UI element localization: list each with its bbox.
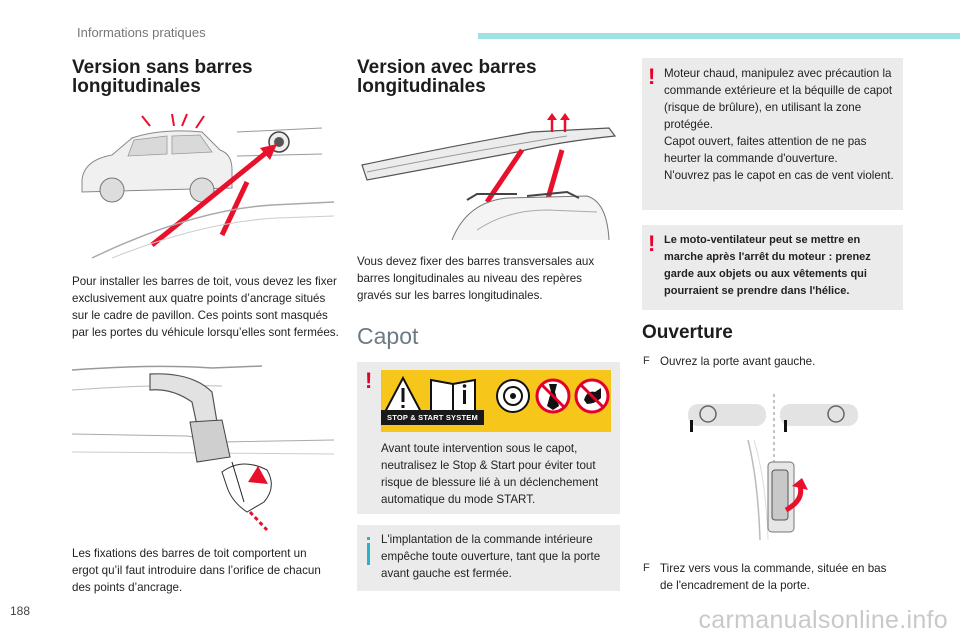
- rail-fixing-illustration: [72, 365, 334, 532]
- engine-warning-text: Moteur chaud, manipulez avec précaution …: [664, 67, 894, 182]
- left-paragraph-2: Les fixations des barres de toit comport…: [72, 547, 321, 594]
- step-1-text: Ouvrez la porte avant gauche.: [660, 355, 816, 368]
- page-number: 188: [10, 604, 31, 618]
- middle-paragraph-1: Vous devez fixer des barres transversale…: [357, 255, 595, 302]
- section-title-with-rails: Version avec barres longitudinales: [357, 57, 537, 97]
- engine-warning-box: ! Moteur chaud, manipulez avec précautio…: [642, 58, 903, 210]
- section-title-ouverture: Ouverture: [642, 322, 733, 343]
- info-icon: [367, 543, 370, 565]
- step-bullet-icon-2: F: [643, 562, 650, 574]
- header-accent-bar: [478, 33, 960, 39]
- roof-anchor-illustration: [81, 113, 334, 259]
- capot-warning-box: ! STOP & START SYSTEM Avant toute interv…: [357, 362, 620, 514]
- fan-warning-box: ! Le moto-ventilateur peut se mettre en …: [642, 225, 903, 310]
- left-paragraph-1: Pour installer les barres de toit, vous …: [72, 275, 339, 339]
- info-box: L'implantation de la commande intérieure…: [357, 525, 620, 591]
- info-text: L'implantation de la commande intérieure…: [381, 533, 601, 580]
- fan-warning-text: Le moto-ventilateur peut se mettre en ma…: [664, 234, 871, 297]
- warning-exclamation-icon: !: [365, 368, 373, 393]
- section-title-capot: Capot: [357, 323, 419, 349]
- interior-lever-illustration: [688, 394, 858, 541]
- step-2-text: Tirez vers vous la commande, située en b…: [660, 562, 887, 592]
- stop-start-label: STOP & START SYSTEM: [381, 410, 484, 425]
- warning-exclamation-icon-2: !: [648, 64, 656, 89]
- watermark: carmanualsonline.info: [698, 606, 948, 634]
- info-icon-dot: [367, 537, 370, 540]
- warning-exclamation-icon-3: !: [648, 231, 656, 256]
- longitudinal-rails-illustration: [361, 113, 617, 240]
- capot-warning-text: Avant toute intervention sous le capot, …: [381, 442, 599, 506]
- section-title-without-rails: Version sans barres longitudinales: [72, 57, 253, 97]
- step-bullet-icon-1: F: [643, 355, 650, 367]
- running-header: Informations pratiques: [77, 25, 206, 40]
